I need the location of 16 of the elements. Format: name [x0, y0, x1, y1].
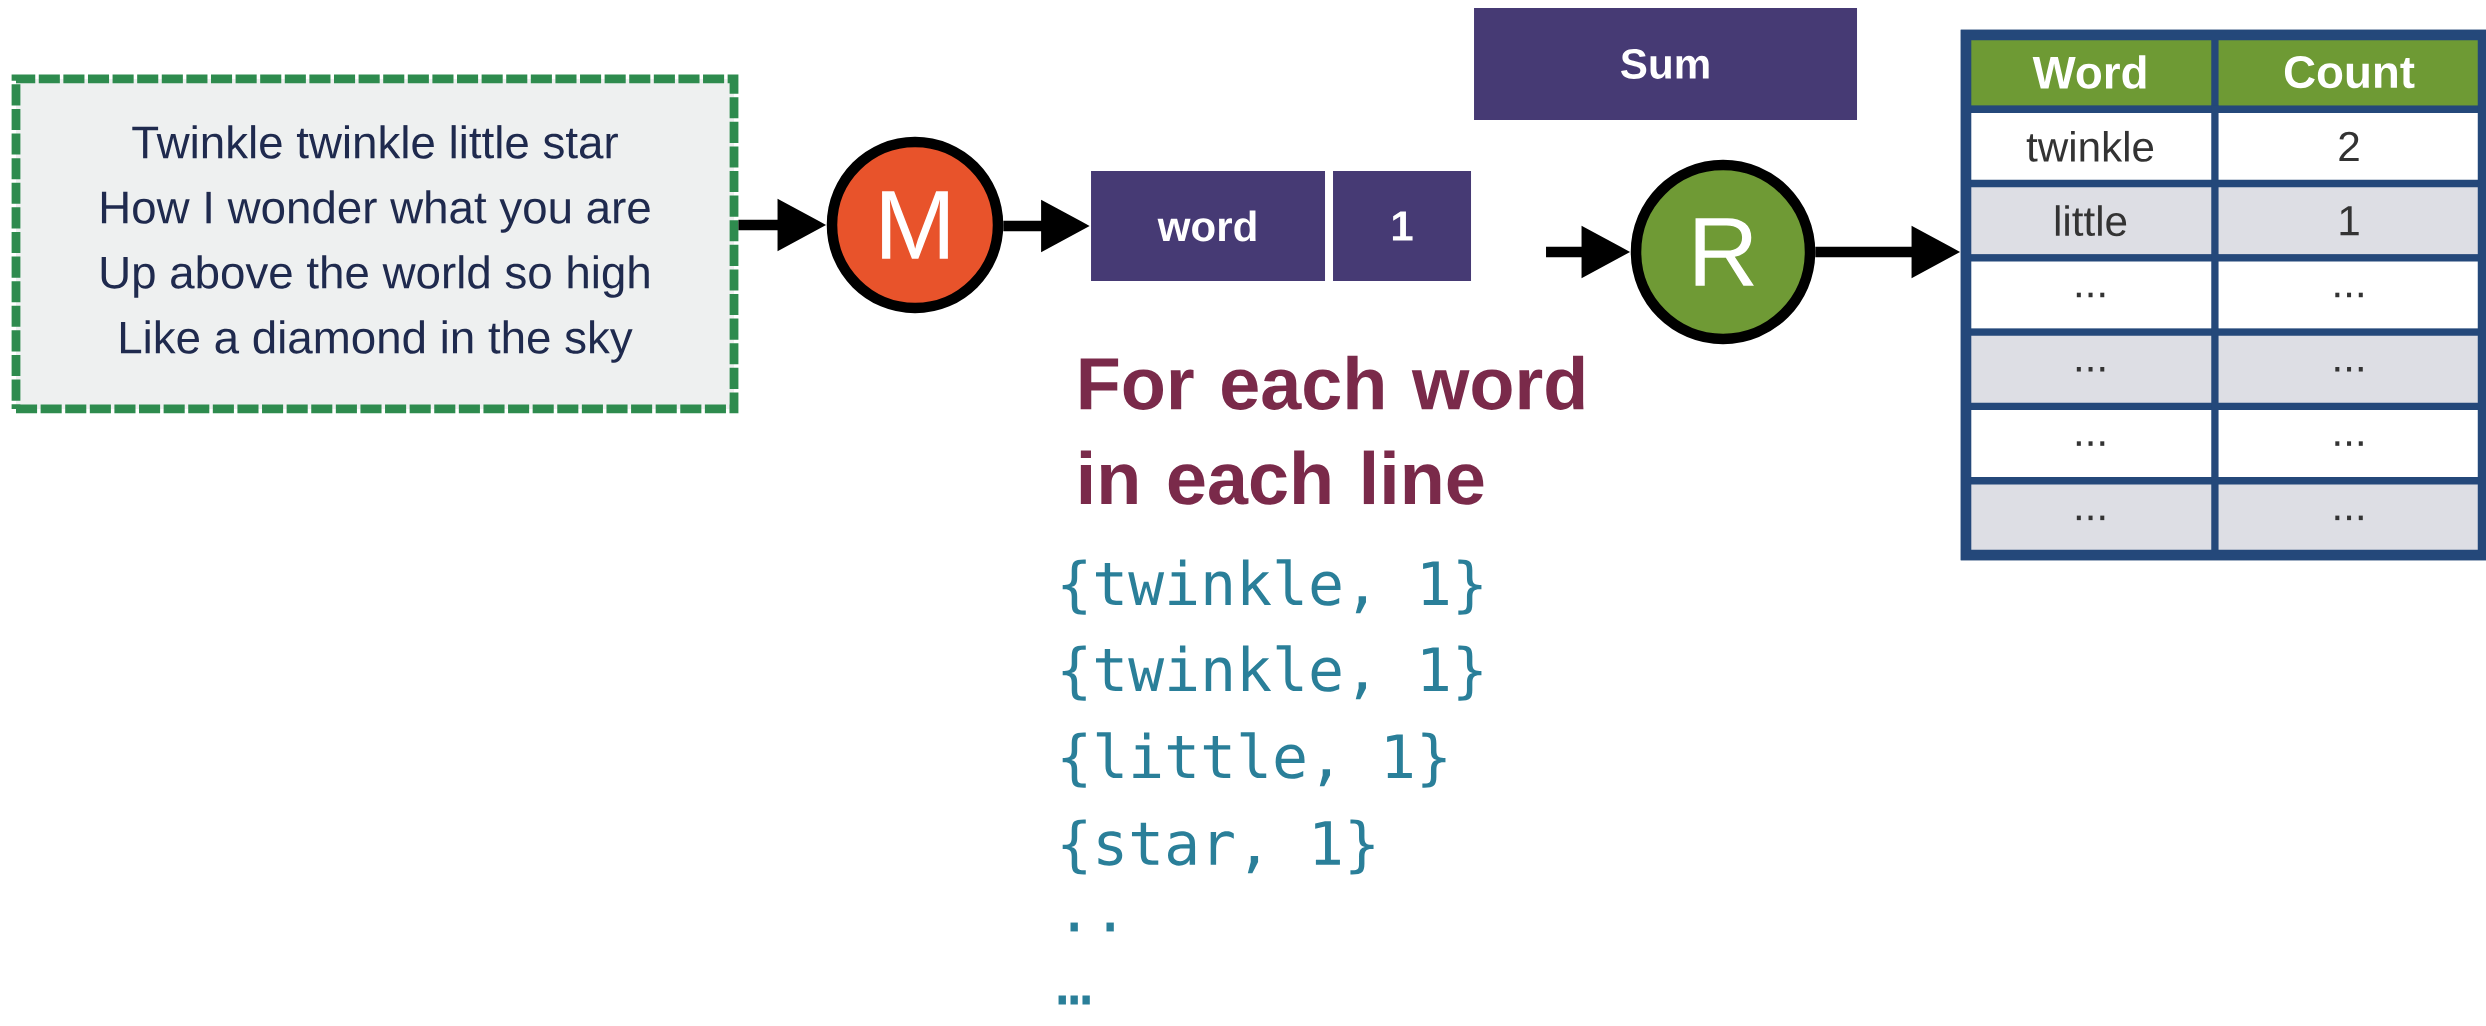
- code-line: ..: [1070, 922, 1114, 932]
- code-line: {star, 1}: [1062, 819, 1374, 875]
- note-text: For each word in each line: [1080, 355, 1584, 505]
- code-line: {twinkle, 1}: [1062, 559, 1482, 615]
- table-cell: 2: [2211, 105, 2486, 187]
- table-cell: ...: [2211, 254, 2486, 336]
- table-cell: 1: [2211, 180, 2486, 262]
- code-line: …: [1058, 995, 1090, 1005]
- value-box: 1: [1333, 170, 1471, 281]
- table-cell: ...: [2211, 403, 2486, 485]
- key-box: word: [1091, 170, 1325, 281]
- operation-box: Sum: [1474, 7, 1857, 120]
- code-line: {little, 1}: [1062, 732, 1446, 788]
- text-box: Twinkle twinkle little star How I wonder what you are Up above the world so high Like a diamond in the sky: [11, 74, 739, 414]
- table: [1960, 29, 2486, 561]
- code-line: {twinkle, 1}: [1062, 645, 1482, 701]
